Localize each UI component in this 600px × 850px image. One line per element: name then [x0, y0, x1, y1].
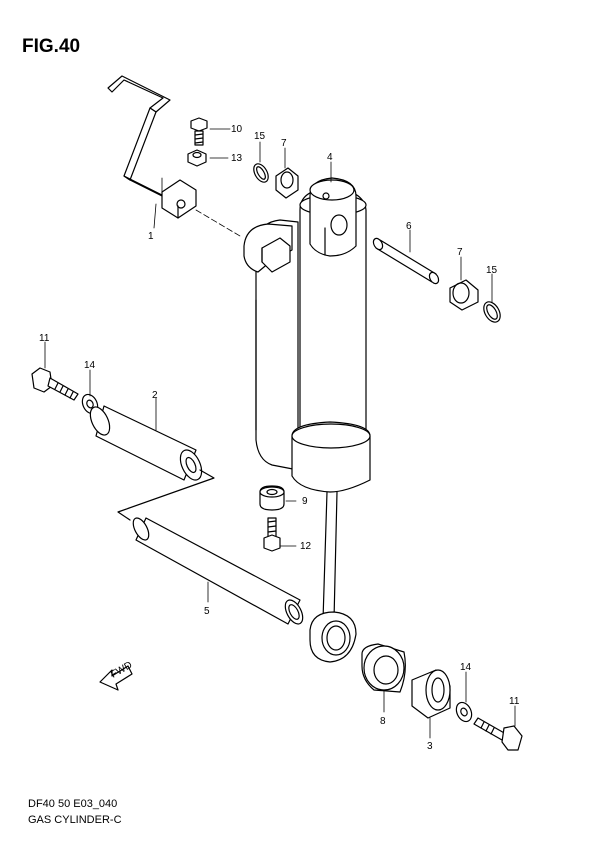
washer-part-14-right[interactable]	[453, 700, 474, 724]
callout-15-upper: 15	[254, 131, 266, 142]
figure-code: DF40 50 E03_040	[28, 798, 118, 810]
bracket-part-1[interactable]	[107, 75, 197, 219]
collar-part-3[interactable]	[411, 669, 451, 719]
spacer-part-2[interactable]	[86, 404, 206, 483]
bolt-part-11-left[interactable]	[31, 367, 79, 401]
center-line	[195, 209, 241, 237]
callout-1: 1	[148, 231, 154, 242]
tube-part-5[interactable]	[130, 516, 306, 627]
callout-14-left: 14	[84, 360, 96, 371]
callout-2: 2	[152, 390, 158, 401]
break-line	[117, 469, 215, 521]
pin-part-6[interactable]	[372, 237, 441, 285]
callout-6: 6	[406, 221, 412, 232]
callout-13: 13	[231, 153, 243, 164]
callout-7-right: 7	[457, 247, 463, 258]
leader-lines	[44, 128, 516, 739]
callout-9: 9	[302, 496, 308, 507]
gas-cylinder-part-4[interactable]	[243, 177, 371, 663]
callout-11-right: 11	[509, 696, 520, 707]
bushing-part-7-right[interactable]	[449, 279, 479, 311]
bushing-part-7-upper[interactable]	[275, 167, 299, 199]
figure-title: FIG.40	[22, 36, 81, 57]
callout-12: 12	[300, 541, 312, 552]
callout-10: 10	[231, 124, 243, 135]
callout-4: 4	[327, 152, 333, 163]
bushing-part-8[interactable]	[361, 643, 406, 693]
bolt-part-10[interactable]	[190, 117, 208, 146]
bolt-part-11-right[interactable]	[473, 717, 523, 751]
collar-part-9[interactable]	[259, 485, 285, 511]
callout-15-right: 15	[486, 265, 498, 276]
circlip-part-15-upper[interactable]	[251, 161, 271, 184]
nut-part-13[interactable]	[187, 149, 207, 167]
bolt-part-12[interactable]	[263, 517, 281, 552]
callout-3: 3	[427, 741, 433, 752]
figure-name: GAS CYLINDER-C	[28, 814, 122, 826]
callout-14-right: 14	[460, 662, 472, 673]
callout-labels: 1 2 3 4 5 6 7 7 8 9 10 11 11 12 13 14 14…	[39, 124, 520, 752]
forward-arrow-icon: FWD	[99, 660, 134, 691]
callout-11-left: 11	[39, 333, 50, 344]
callout-8: 8	[380, 716, 386, 727]
callout-7-upper: 7	[281, 138, 287, 149]
circlip-part-15-right[interactable]	[480, 299, 503, 325]
callout-5: 5	[204, 606, 210, 617]
